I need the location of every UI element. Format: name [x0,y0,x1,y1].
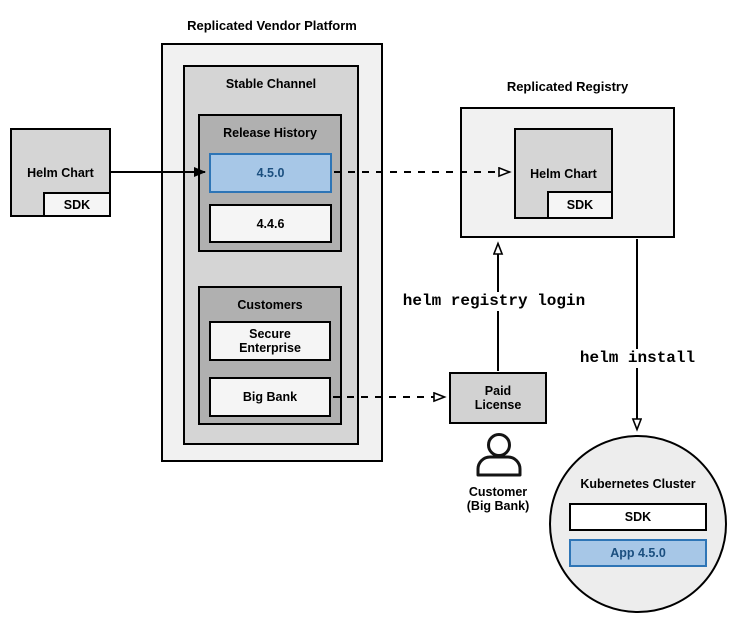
customer-caption-line1: Customer [468,485,528,499]
registry-sdk-box: SDK [547,191,613,219]
kubernetes-cluster-label: Kubernetes Cluster [580,477,696,491]
kubernetes-sdk-box: SDK [569,503,707,531]
kubernetes-sdk-label: SDK [624,510,652,524]
helm-registry-login-command: helm registry login [396,292,592,311]
helm-chart-source-sdk-box: SDK [43,192,111,217]
release-history-label: Release History [223,126,317,140]
customer-caption-line2: (Big Bank) [466,499,530,513]
vendor-platform-title: Replicated Vendor Platform [187,18,357,33]
registry-title: Replicated Registry [506,79,629,94]
customer-big-bank-label: Big Bank [242,390,298,404]
person-icon [476,433,522,477]
customer-caption: Customer (Big Bank) [443,485,553,513]
registry-helm-chart-label: Helm Chart [530,166,597,181]
customer-box-big-bank: Big Bank [209,377,331,417]
release-version-box-446: 4.4.6 [209,204,332,243]
customers-label: Customers [237,298,303,312]
helm-chart-source-sdk-label: SDK [63,197,91,212]
kubernetes-app-label: App 4.5.0 [610,546,666,560]
kubernetes-app-box: App 4.5.0 [569,539,707,567]
release-version-box-450: 4.5.0 [209,153,332,193]
paid-license-label: Paid License [474,384,522,412]
paid-license-box: Paid License [449,372,547,424]
registry-sdk-label: SDK [566,198,594,212]
release-version-446: 4.4.6 [256,216,285,231]
helm-chart-source-label: Helm Chart [27,165,94,180]
customer-secure-enterprise-label: Secure Enterprise [239,327,301,355]
stable-channel-label: Stable Channel [225,77,317,91]
release-version-450: 4.5.0 [256,166,285,180]
helm-install-command: helm install [575,349,700,368]
customer-box-secure-enterprise: Secure Enterprise [209,321,331,361]
